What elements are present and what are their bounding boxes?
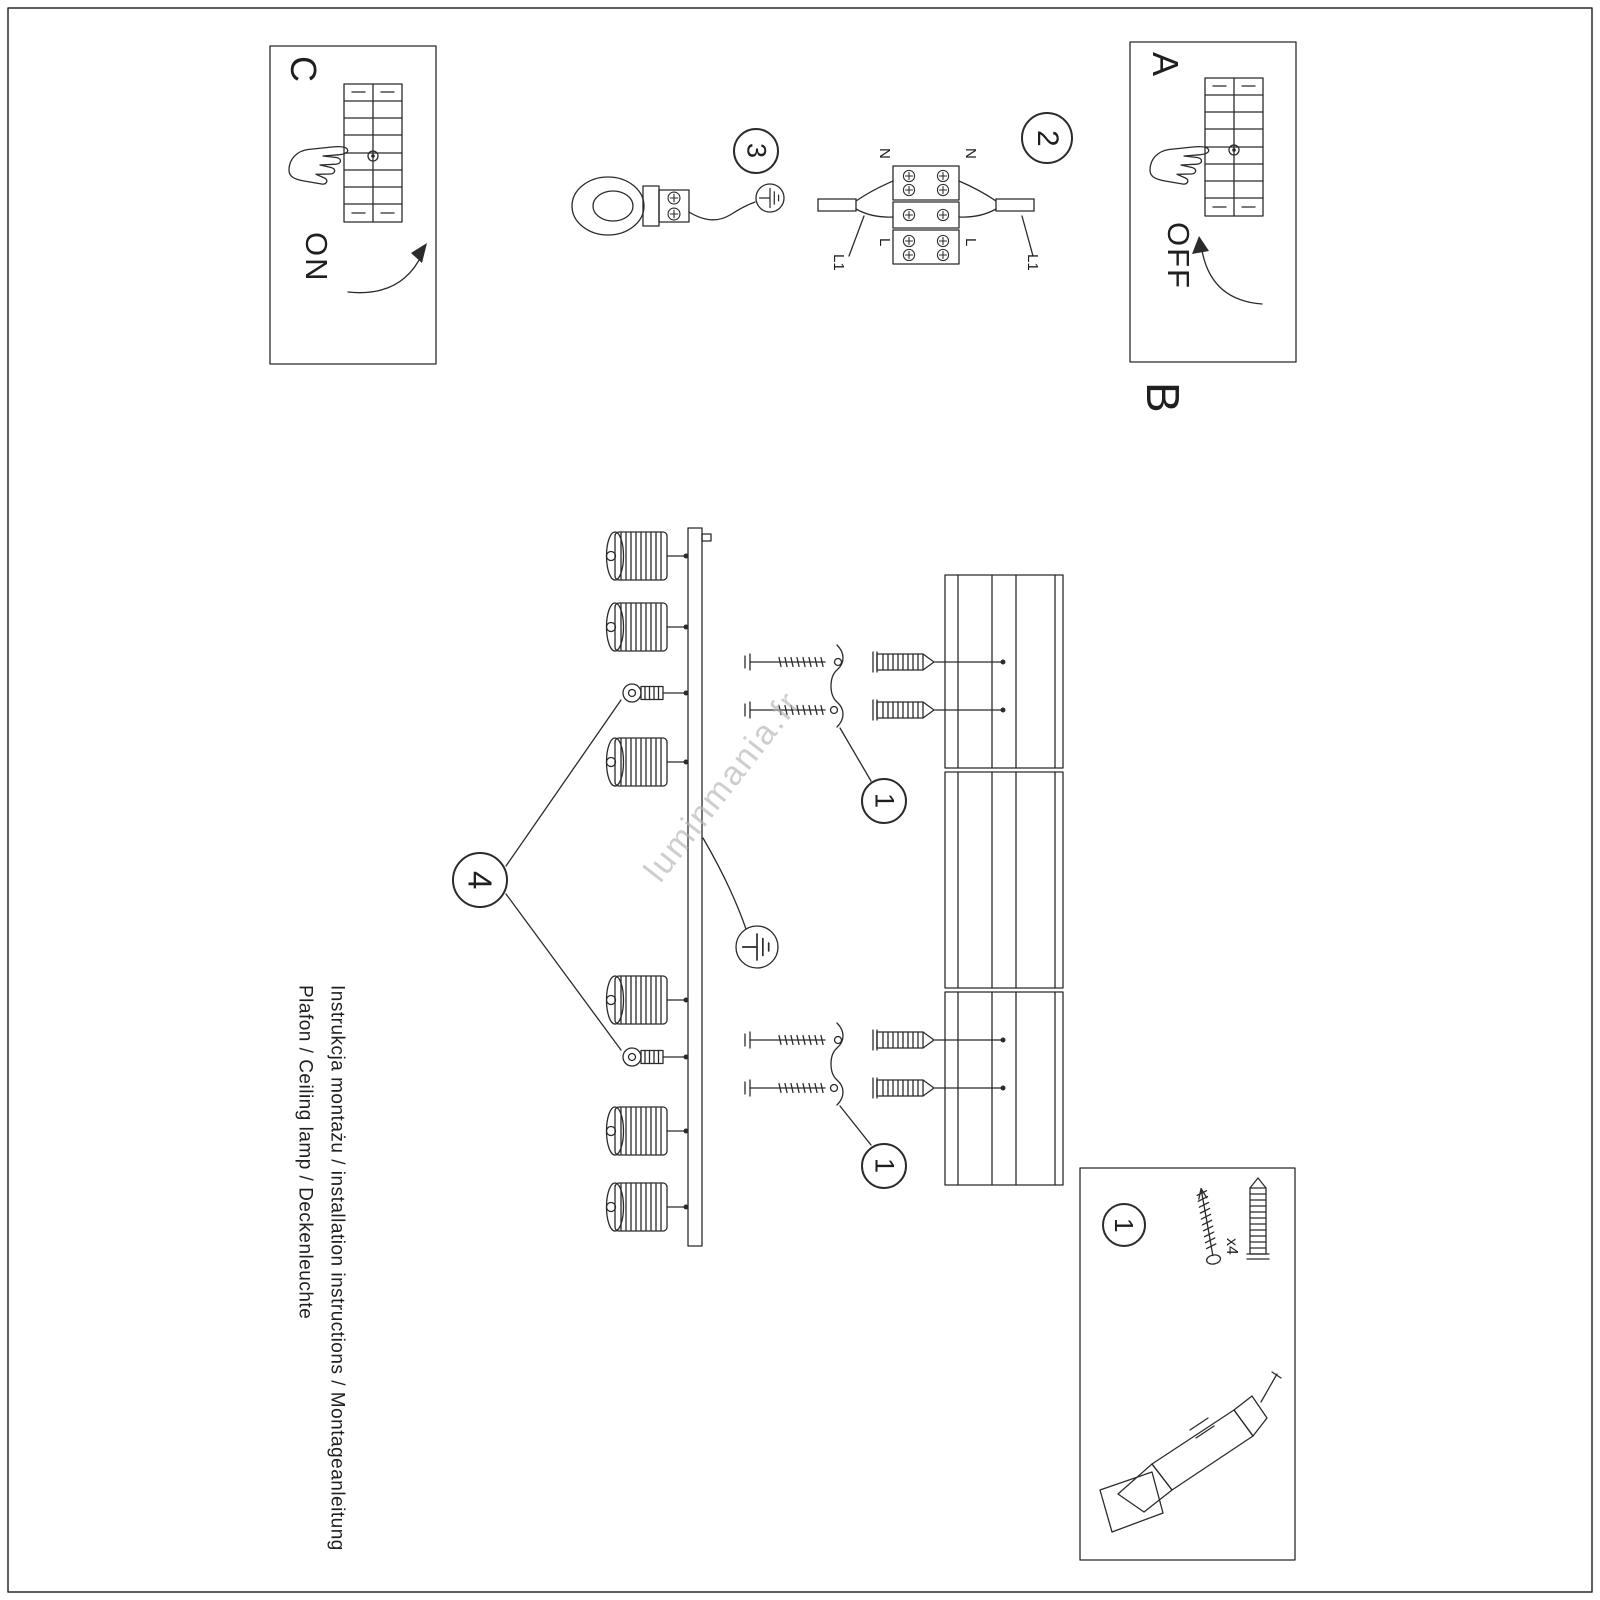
- hand-icon-c: [288, 146, 349, 185]
- hardware-box: [1079, 1167, 1296, 1561]
- hand-icon-a: [1149, 146, 1210, 185]
- wire-label-l1-left: L1: [830, 254, 847, 271]
- step1-leader-lines: [839, 727, 872, 1146]
- panel-a-state: OFF: [1161, 222, 1196, 290]
- lamp-bar: [687, 527, 712, 1247]
- panel-c-box: [269, 45, 437, 365]
- ground-symbol-icon-main: [735, 925, 779, 969]
- adjust-screw-icon: [622, 1047, 690, 1067]
- spotlight-icon: [605, 531, 690, 581]
- step-1-number: 1: [869, 1158, 900, 1174]
- wire-label-l-right: L: [962, 238, 979, 247]
- breaker-panel-a-icon: [1204, 77, 1264, 217]
- breaker-panel-c-icon: [343, 83, 403, 223]
- terminal-block-icon: [892, 165, 960, 265]
- wire-label-n-right: N: [962, 148, 979, 159]
- page-border: [7, 7, 1593, 1593]
- drill-icon: [1099, 1371, 1282, 1533]
- step-3-number: 3: [741, 143, 772, 159]
- wire-label-l1-right: L1: [1024, 254, 1041, 271]
- ceiling-panel: [944, 574, 1064, 769]
- off-arrow-icon: [1192, 236, 1263, 305]
- footer-text: Instrukcja montażu / installation instru…: [288, 985, 353, 1585]
- hardware-quantity: x4: [1223, 1238, 1240, 1255]
- footer-line-1: Instrukcja montażu / installation instru…: [326, 985, 348, 1551]
- panel-c-label: C: [283, 56, 324, 82]
- screw-icon: [1196, 1187, 1222, 1265]
- mounting-cluster-bottom: [745, 1023, 1006, 1105]
- canopy-ring-icon: [571, 176, 690, 236]
- section-b-label: B: [1137, 382, 1189, 413]
- step-1-badge-bottom: 1: [861, 1143, 907, 1189]
- spotlight-icon: [605, 602, 690, 652]
- ground-wire-main: [702, 837, 747, 930]
- hardware-step-number: 1: [1109, 1217, 1139, 1233]
- panel-a-box: [1129, 41, 1297, 363]
- on-arrow-icon: [347, 243, 427, 294]
- adjust-screw-icon: [622, 683, 690, 703]
- step-2-number: 2: [1031, 129, 1064, 147]
- ceiling-panel: [944, 991, 1064, 1186]
- spotlight-icon: [605, 975, 690, 1025]
- wire-label-n-left: N: [876, 148, 893, 159]
- step-1-number: 1: [869, 793, 900, 809]
- ceiling-panel: [944, 771, 1064, 989]
- step-1-badge-top: 1: [861, 778, 907, 824]
- hardware-step-badge: 1: [1102, 1203, 1146, 1247]
- step-2-badge: 2: [1021, 112, 1073, 164]
- cable-right-icon: [958, 180, 1035, 257]
- step-3-badge: 3: [733, 128, 779, 174]
- step-4-badge: 4: [452, 852, 508, 908]
- spotlight-icon: [605, 1182, 690, 1232]
- cable-left-icon: [817, 180, 894, 257]
- spotlight-icon: [605, 1106, 690, 1156]
- ground-symbol-icon-step3: [755, 183, 785, 213]
- wall-plug-icon: [1246, 1177, 1270, 1260]
- ground-wire-step3: [688, 201, 756, 221]
- panel-a-label: A: [1145, 52, 1186, 77]
- step4-leader-lines: [505, 699, 622, 1051]
- wire-label-l-left: L: [876, 238, 893, 247]
- footer-line-2: Plafon / Ceiling lamp / Deckenleuchte: [294, 985, 316, 1320]
- panel-c-state: ON: [299, 232, 334, 283]
- spotlight-icon: [605, 737, 690, 787]
- step-4-number: 4: [461, 870, 499, 890]
